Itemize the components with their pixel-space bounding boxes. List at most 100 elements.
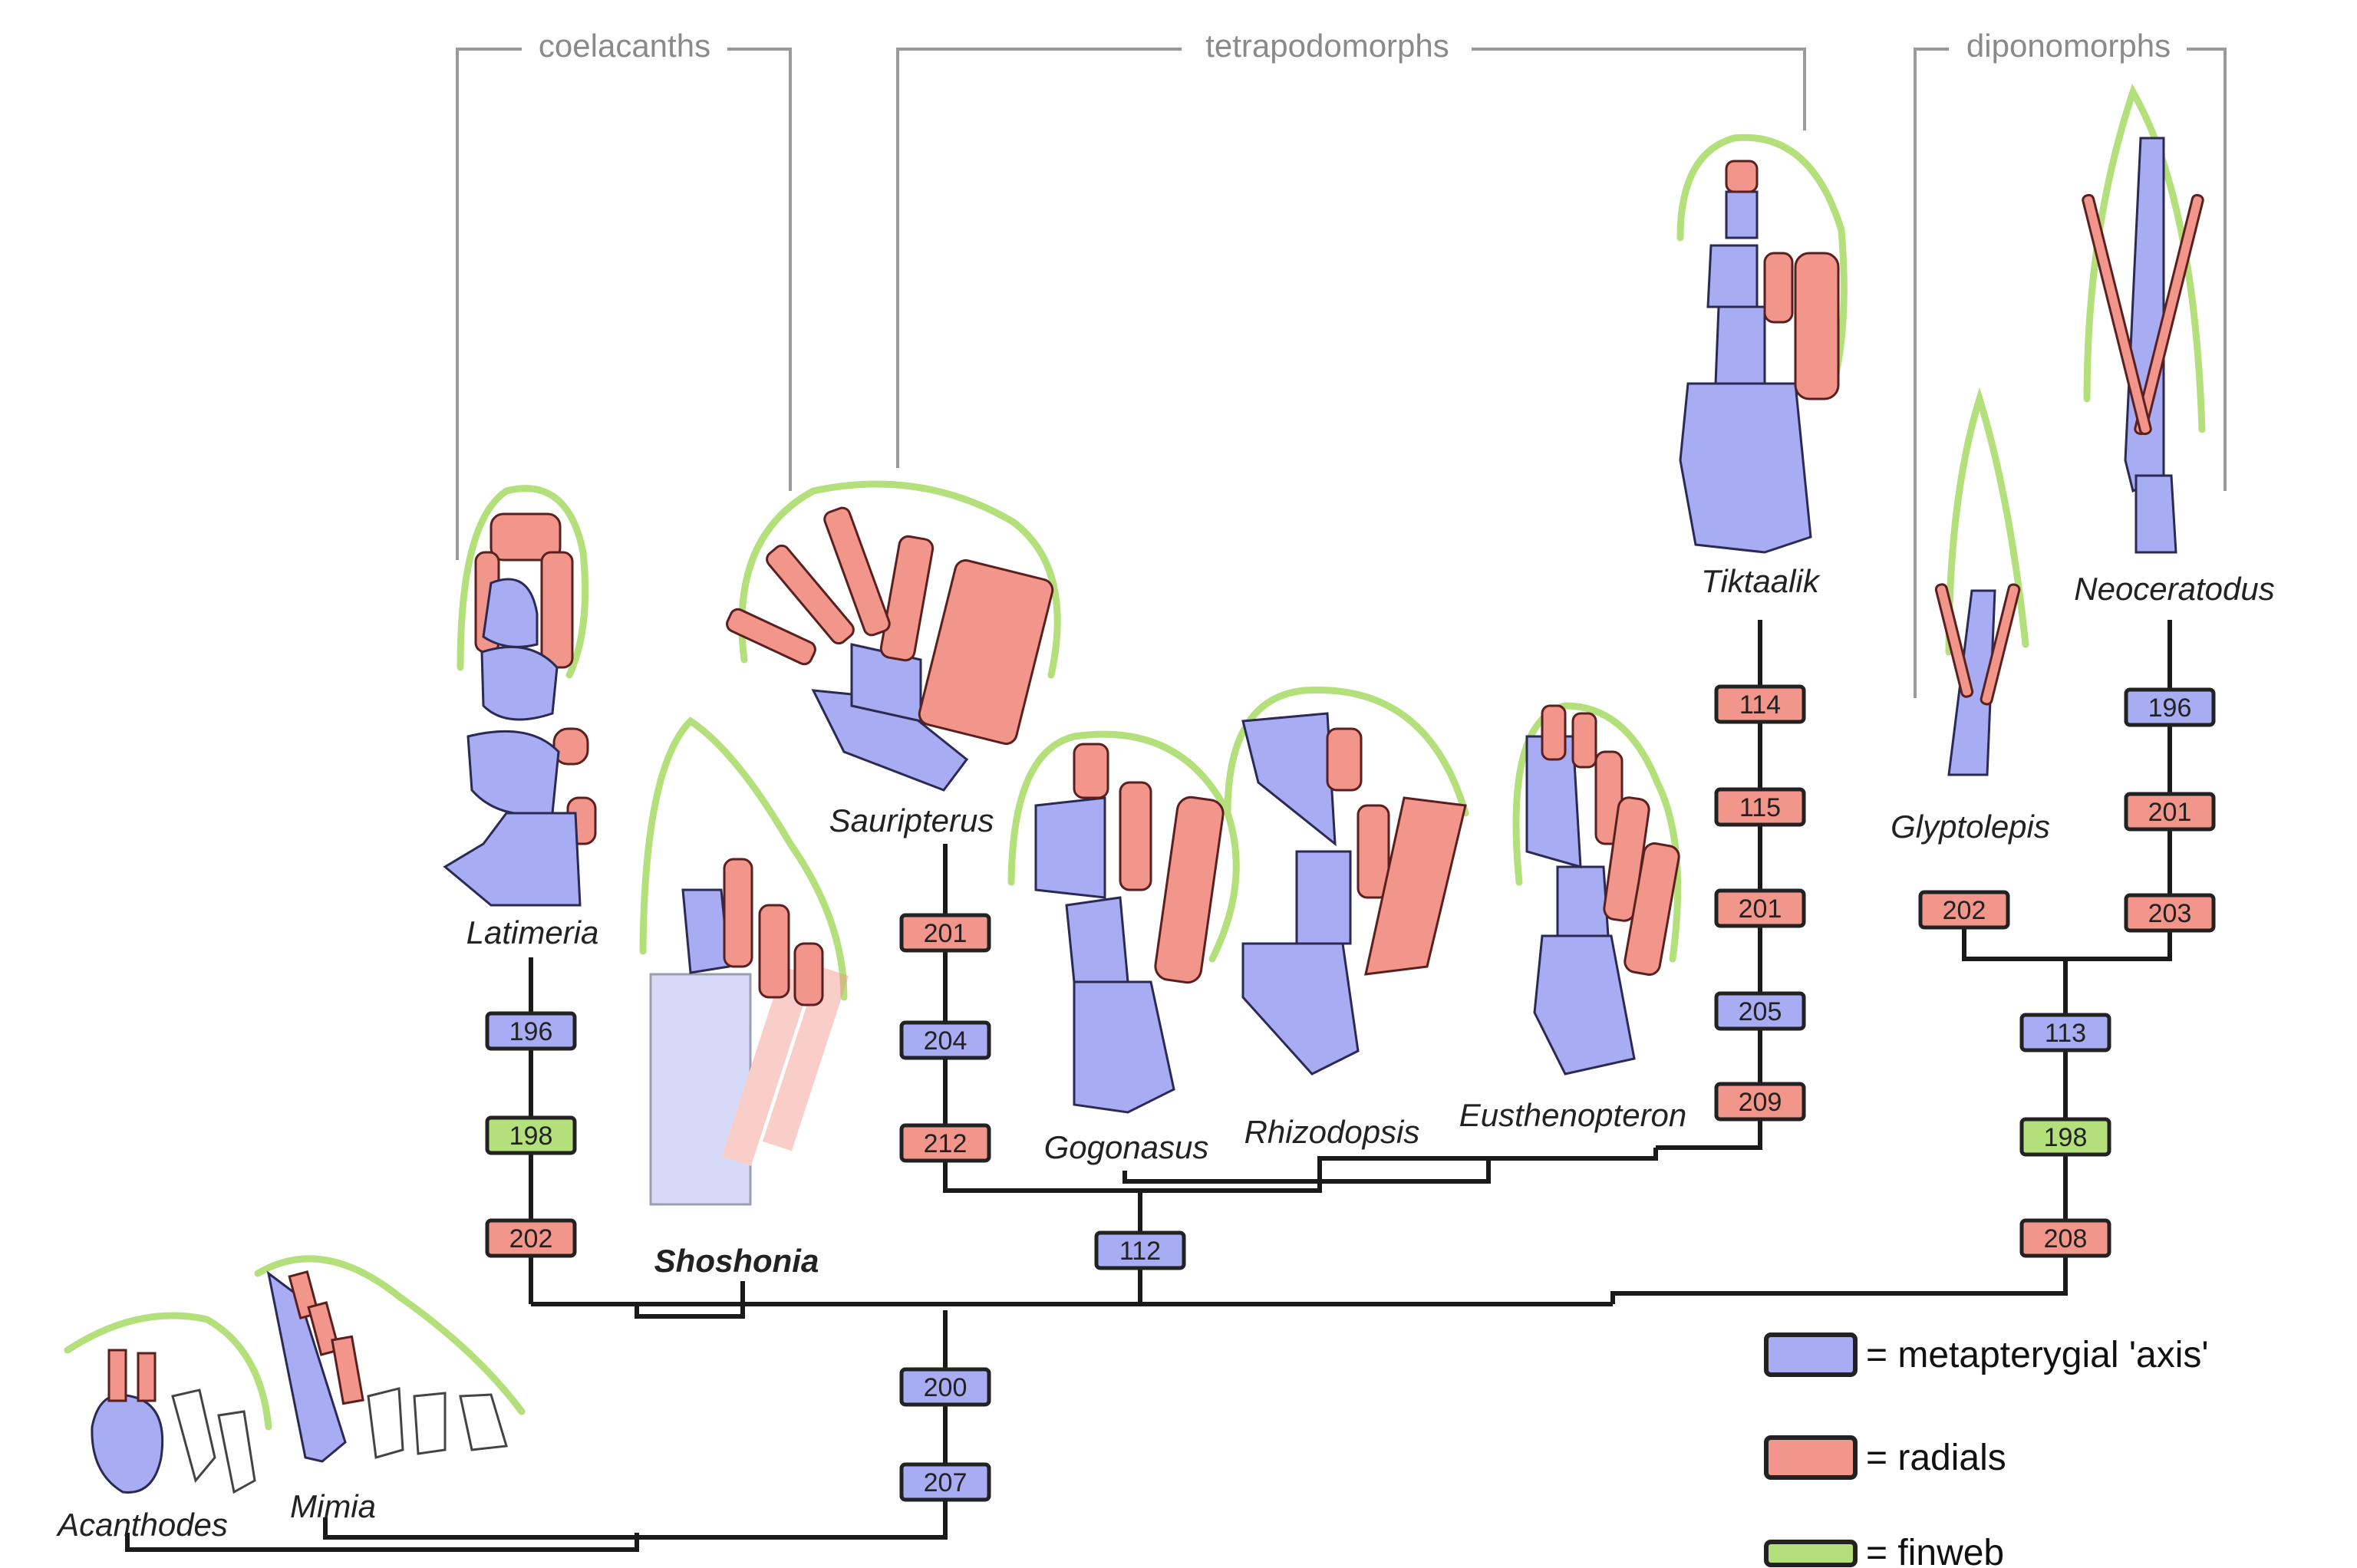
fin-mimia <box>254 1255 526 1463</box>
character-box-bg <box>485 1011 577 1051</box>
axis-glyptolepis <box>1947 589 1996 776</box>
branch-mimia <box>323 1310 948 1540</box>
character-box-latimeria-2: 198 <box>485 1115 577 1155</box>
character-number: 201 <box>924 919 968 948</box>
diponomorphs-label: diponomorphs <box>1966 28 2171 64</box>
radial-shoshonia-faded-2 <box>762 966 849 1151</box>
character-box-bg <box>899 1367 991 1407</box>
character-box-latimeria-3: 202 <box>485 1218 577 1258</box>
character-box-neoceratodus-1: 196 <box>2124 687 2216 727</box>
character-box-latimeria-1: 196 <box>485 1011 577 1051</box>
clade-brackets: coelacanths tetrapodomorphs diponomorphs <box>456 28 2227 698</box>
fin-eusthenopteron <box>1512 702 1682 1076</box>
axis-rhizodopsis-3 <box>1241 712 1337 847</box>
legend-label-axis: = metapterygial 'axis' <box>1866 1335 2209 1375</box>
taxon-glyptolepis: Glyptolepis <box>1891 809 2050 845</box>
finweb-glyptolepis <box>1945 387 2029 656</box>
radial-rhizodopsis-2 <box>1357 804 1390 899</box>
legend-label-radial: = radials <box>1866 1438 2006 1478</box>
radial-eusthenopteron-2 <box>1571 712 1597 769</box>
axis-neoceratodus <box>2124 137 2165 493</box>
axis-latimeria-2 <box>480 645 559 721</box>
character-number: 200 <box>924 1373 968 1402</box>
legend: = metapterygial 'axis' = radials = finwe… <box>1764 1332 2209 1568</box>
legend-label-finweb: = finweb <box>1866 1533 2004 1568</box>
radial-gogonasus-3 <box>1154 796 1225 984</box>
character-box-tetrapod-node: 112 <box>1094 1230 1186 1270</box>
diponomorphs-bracket-left <box>1914 48 1949 698</box>
character-box-dipno-node-2: 198 <box>2019 1117 2111 1157</box>
character-box-tiktaalik-1: 114 <box>1714 684 1806 724</box>
character-box-tiktaalik-4: 205 <box>1714 991 1806 1031</box>
character-box-bg <box>2019 1218 2111 1258</box>
taxon-labels: Latimeria Shoshonia Sauripterus Gogonasu… <box>55 563 2275 1543</box>
radial-tiktaalik-3 <box>1794 252 1840 400</box>
character-box-bg <box>1714 991 1806 1031</box>
radial-eusthenopteron-1 <box>1541 704 1567 761</box>
character-number: 112 <box>1119 1237 1161 1266</box>
axis-latimeria-1 <box>482 578 539 648</box>
fin-illustrations <box>64 84 2206 1494</box>
taxon-rhizodopsis: Rhizodopsis <box>1244 1114 1420 1150</box>
axis-eusthenopteron-1 <box>1533 934 1636 1076</box>
tetrapodomorphs-bracket-left <box>896 48 1182 468</box>
axis-gogonasus-1 <box>1073 980 1175 1114</box>
branch-glyptolepis-neoceratodus <box>1962 620 2172 961</box>
fin-tiktaalik <box>1676 133 1848 554</box>
fin-gogonasus <box>1007 730 1240 1114</box>
finweb-acanthodes <box>64 1312 272 1431</box>
fin-rhizodopsis <box>1224 686 1469 1076</box>
taxon-latimeria: Latimeria <box>466 914 599 950</box>
character-number: 208 <box>2044 1224 2088 1253</box>
axis-neoceratodus-base <box>2134 474 2177 554</box>
character-box-sauripterus-3: 212 <box>899 1123 991 1163</box>
axis-acanthodes <box>91 1393 164 1494</box>
character-number: 198 <box>509 1122 553 1151</box>
character-box-glyptolepis-1: 202 <box>1918 890 2010 930</box>
taxon-eusthenopteron: Eusthenopteron <box>1459 1097 1687 1133</box>
character-number: 196 <box>509 1017 553 1046</box>
radial-gogonasus-2 <box>1119 781 1152 891</box>
branch-rhizodopsis <box>1317 1148 1658 1171</box>
character-box-bg <box>1714 888 1806 928</box>
fin-acanthodes <box>64 1312 272 1494</box>
axis-shoshonia-faded <box>649 973 752 1206</box>
radial-acanthodes-2 <box>137 1352 157 1402</box>
character-box-bg <box>485 1115 577 1155</box>
legend-swatch-axis <box>1764 1332 1858 1377</box>
fin-glyptolepis <box>1934 387 2029 776</box>
scale-acanthodes-2 <box>217 1410 256 1494</box>
tetrapodomorphs-bracket-right <box>1472 48 1806 130</box>
fin-neoceratodus <box>2082 84 2206 554</box>
axis-latimeria-4 <box>443 812 582 907</box>
axis-tiktaalik-1 <box>1679 382 1812 554</box>
character-boxes: 1961982022012042121121141152012052091962… <box>485 684 2216 1502</box>
character-box-sarco-node-2: 207 <box>899 1462 991 1502</box>
character-box-neoceratodus-3: 203 <box>2124 893 2216 933</box>
finweb-gogonasus <box>1007 730 1240 963</box>
axis-shoshonia <box>681 888 730 974</box>
finweb-neoceratodus <box>2083 84 2206 433</box>
axis-rhizodopsis-2 <box>1295 850 1352 945</box>
character-box-bg <box>2124 792 2216 832</box>
character-number: 204 <box>924 1026 968 1056</box>
character-box-tiktaalik-2: 115 <box>1714 787 1806 827</box>
taxon-gogonasus: Gogonasus <box>1044 1129 1209 1165</box>
character-number: 114 <box>1739 690 1781 720</box>
scale-mimia-2 <box>413 1392 447 1455</box>
axis-rhizodopsis-1 <box>1241 942 1360 1076</box>
finweb-tiktaalik <box>1676 133 1848 387</box>
radial-neoceratodus-2 <box>2082 193 2152 436</box>
diponomorphs-bracket-right <box>2187 48 2227 491</box>
axis-tiktaalik-4 <box>1725 190 1759 239</box>
coelacanths-bracket-left <box>456 48 522 560</box>
character-box-sauripterus-2: 204 <box>899 1020 991 1060</box>
finweb-sauripterus <box>738 480 1061 679</box>
axis-latimeria-3 <box>466 730 560 816</box>
radial-gogonasus-1 <box>1073 743 1109 799</box>
fin-latimeria <box>443 485 597 907</box>
axis-tiktaalik-2 <box>1714 305 1766 385</box>
character-box-bg <box>899 1462 991 1502</box>
character-number: 203 <box>2148 899 2192 928</box>
